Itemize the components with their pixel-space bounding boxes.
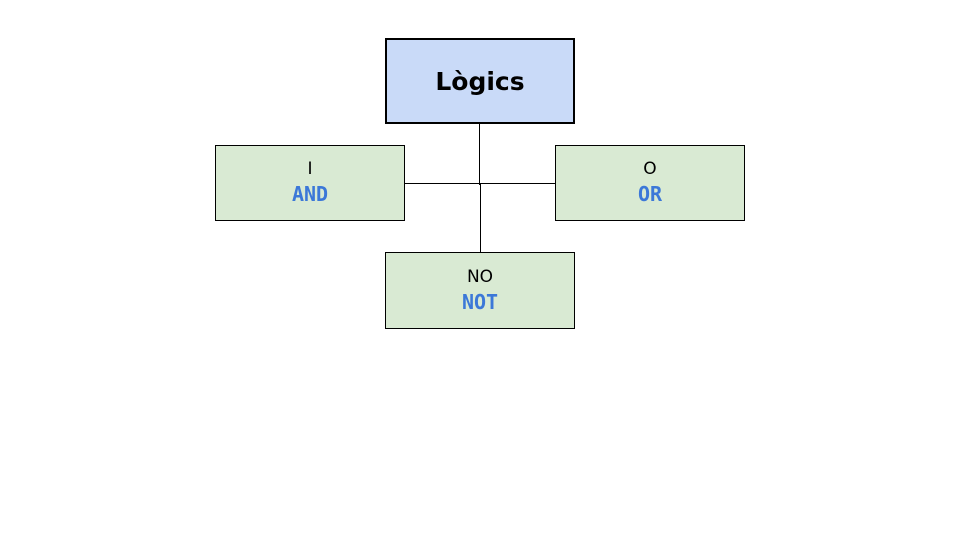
child-node-label: NO <box>466 266 494 287</box>
root-node-title: Lògics <box>435 66 525 96</box>
child-node-code: NOT <box>461 289 499 314</box>
root-node-logics: Lògics <box>385 38 575 124</box>
child-node-or: O OR <box>555 145 745 221</box>
child-node-code: OR <box>637 182 663 206</box>
child-node-code: AND <box>291 182 329 206</box>
child-node-and: I AND <box>215 145 405 221</box>
child-node-not: NO NOT <box>385 252 575 329</box>
child-node-label: O <box>643 159 657 179</box>
child-node-label: I <box>307 159 313 179</box>
